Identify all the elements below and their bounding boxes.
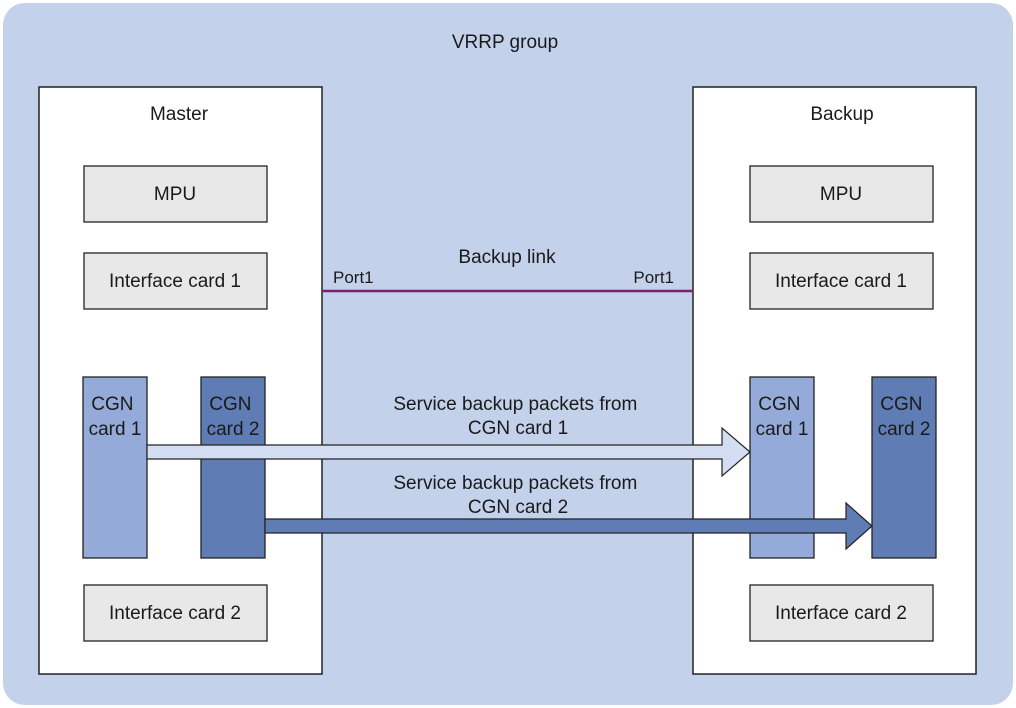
- master-cgn-card-1-label: CGN card 1: [89, 394, 142, 440]
- master-cgn-card-2: [200, 376, 266, 559]
- master-title: Master: [150, 104, 209, 125]
- vrrp-group-label: VRRP group: [452, 32, 558, 53]
- backup-cgn-card-2-label: CGN card 2: [878, 394, 931, 440]
- flow-1-label: Service backup packets from CGN card 1: [393, 394, 642, 439]
- master-mpu-label: MPU: [154, 184, 196, 205]
- backup-title: Backup: [810, 104, 873, 125]
- backup-interface-card-2: [749, 584, 934, 642]
- backup-cgn-card-1-label: CGN card 1: [756, 394, 809, 440]
- backup-interface-card-2-label: Interface card 2: [775, 603, 907, 624]
- port-right-label: Port1: [633, 268, 674, 287]
- master-mpu: [83, 165, 268, 223]
- master-interface-card-1: [83, 252, 268, 310]
- backup-interface-card-1-label: Interface card 1: [775, 271, 907, 292]
- flow-2-arrow: [264, 501, 873, 551]
- backup-cgn-card-2: [871, 376, 937, 559]
- master-cgn-card-2-label: CGN card 2: [207, 394, 260, 440]
- backup-mpu: [749, 165, 934, 223]
- master-cgn-card-1: [82, 376, 148, 559]
- port-left-label: Port1: [333, 268, 374, 287]
- backup-link-label: Backup link: [458, 247, 556, 268]
- flow-2-label: Service backup packets from CGN card 2: [393, 473, 642, 518]
- flow-1-arrow: [146, 426, 751, 478]
- backup-mpu-label: MPU: [820, 184, 862, 205]
- master-interface-card-2: [83, 584, 268, 642]
- master-interface-card-1-label: Interface card 1: [109, 271, 241, 292]
- master-interface-card-2-label: Interface card 2: [109, 603, 241, 624]
- backup-interface-card-1: [749, 252, 934, 310]
